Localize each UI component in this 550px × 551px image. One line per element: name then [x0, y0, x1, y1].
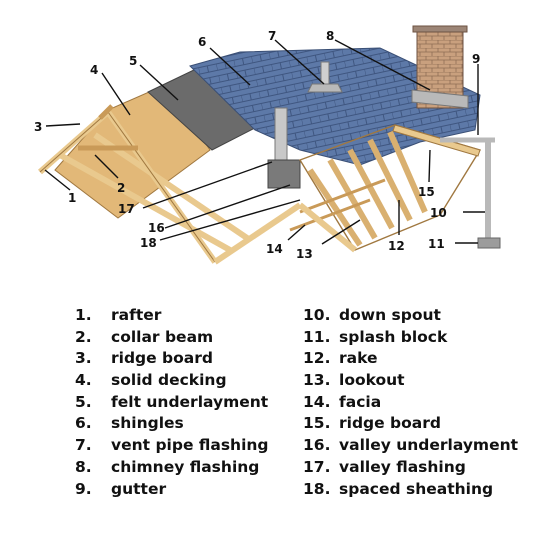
legend-number: 18. — [303, 479, 331, 498]
callout-1: 1 — [68, 191, 76, 205]
legend-label: valley underlayment — [339, 436, 519, 455]
legend-item-valley-underlayment: 16. valley underlayment — [303, 435, 518, 457]
legend-label: solid decking — [111, 371, 227, 390]
callout-8: 8 — [326, 29, 334, 43]
callout-3: 3 — [34, 120, 42, 134]
legend-right-column: 10. down spout 11. splash block 12. rake 13… — [303, 305, 518, 500]
callout-12: 12 — [388, 239, 405, 253]
callout-14: 14 — [266, 242, 283, 256]
legend-number: 1. — [75, 306, 92, 324]
legend-item-down-spout: 10. down spout — [303, 305, 518, 327]
legend-item-chimney-flashing: 8. chimney flashing — [75, 457, 269, 479]
legend-item-solid-decking: 4. solid decking — [75, 370, 269, 392]
valley-post — [274, 107, 288, 164]
callout-18: 18 — [140, 236, 157, 250]
roof-anatomy-diagram: 1 2 3 4 5 6 7 8 9 10 11 12 13 14 15 16 1… — [34, 25, 501, 265]
right-gable-framing — [298, 124, 482, 251]
callout-7: 7 — [268, 29, 276, 43]
legend-label: splash block — [339, 327, 448, 346]
vent-pipe-flashing — [307, 83, 343, 93]
legend-item-shingles: 6. shingles — [75, 413, 269, 435]
legend-number: 8. — [75, 457, 92, 476]
callout-17: 17 — [118, 202, 135, 216]
callout-2: 2 — [117, 181, 125, 195]
legend-number: 4. — [75, 371, 92, 390]
chimney-cap — [412, 25, 468, 33]
legend-label: lookout — [339, 371, 405, 390]
legend-label: felt underlayment — [111, 392, 269, 411]
legend-number: 9. — [75, 479, 92, 498]
rafters-outline — [39, 111, 216, 263]
legend-item-gutter: 9. gutter — [75, 479, 269, 501]
legend-item-felt-underlayment: 5. felt underlayment — [75, 392, 269, 414]
legend-number: 5. — [75, 392, 92, 411]
legend-item-ridge-board-2: 15. ridge board — [303, 413, 518, 435]
callout-5: 5 — [129, 54, 137, 68]
legend-item-collar-beam: 2. collar beam — [75, 327, 269, 349]
legend-item-ridge-board: 3. ridge board — [75, 348, 269, 370]
facia — [213, 202, 302, 265]
ridge-board-left — [98, 104, 114, 120]
legend-number: 11. — [303, 327, 331, 346]
splash-block — [477, 237, 501, 249]
legend-label: shingles — [111, 414, 184, 433]
chimney-flashing — [411, 89, 469, 109]
legend-label: facia — [339, 392, 382, 411]
callout-15: 15 — [418, 185, 435, 199]
legend-item-rake: 12. rake — [303, 348, 518, 370]
valley-flashing — [267, 159, 301, 189]
legend-label: vent pipe flashing — [111, 436, 269, 455]
legend-label: rafter — [111, 306, 162, 324]
callout-16: 16 — [148, 221, 165, 235]
callout-10: 10 — [430, 206, 447, 220]
callout-13: 13 — [296, 247, 313, 261]
legend-number: 7. — [75, 436, 92, 455]
callout-6: 6 — [198, 35, 206, 49]
legend-item-vent-pipe-flashing: 7. vent pipe flashing — [75, 435, 269, 457]
spaced-sheathing — [307, 130, 428, 247]
legend-label: spaced sheathing — [339, 479, 494, 498]
legend-item-facia: 14. facia — [303, 392, 518, 414]
legend-item-spaced-sheathing: 18. spaced sheathing — [303, 479, 518, 501]
callout-4: 4 — [90, 63, 98, 77]
legend-item-rafter: 1. rafter — [75, 305, 269, 327]
legend-label: gutter — [111, 479, 167, 498]
legend-label: valley flashing — [339, 457, 466, 476]
legend-label: chimney flashing — [111, 457, 260, 476]
legend-number: 15. — [303, 414, 331, 433]
legend-label: collar beam — [111, 327, 214, 346]
legend-item-splash-block: 11. splash block — [303, 327, 518, 349]
legend-item-valley-flashing: 17. valley flashing — [303, 457, 518, 479]
legend-number: 2. — [75, 327, 92, 346]
legend-number: 17. — [303, 457, 331, 476]
legend-label: ridge board — [339, 414, 441, 433]
callout-9: 9 — [472, 52, 480, 66]
legend-number: 16. — [303, 436, 331, 455]
legend-number: 12. — [303, 349, 331, 368]
legend-label: down spout — [339, 306, 441, 324]
legend-number: 10. — [303, 306, 331, 324]
legend-item-lookout: 13. lookout — [303, 370, 518, 392]
vent-pipe — [320, 61, 330, 85]
legend-label: rake — [339, 349, 378, 368]
legend-label: ridge board — [111, 349, 213, 368]
leader-lines — [44, 39, 485, 245]
legend-number: 14. — [303, 392, 331, 411]
callout-11: 11 — [428, 237, 445, 251]
facia-right — [298, 202, 357, 253]
legend-number: 3. — [75, 349, 92, 368]
lookouts — [289, 178, 386, 232]
legend-number: 13. — [303, 371, 331, 390]
legend-left-column: 1. rafter 2. collar beam 3. ridge board 4. s… — [75, 305, 269, 500]
legend-number: 6. — [75, 414, 92, 433]
